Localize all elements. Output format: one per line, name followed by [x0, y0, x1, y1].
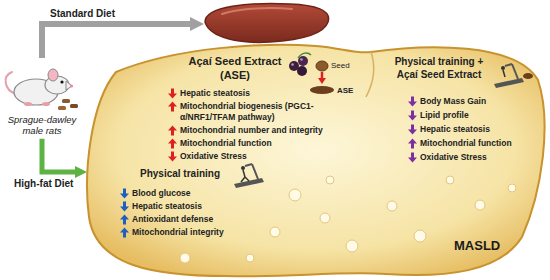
effect-item: Lipid profile	[420, 110, 469, 121]
increase-arrow	[168, 126, 177, 136]
treatment-heading: Açaí Seed Extract (ASE)	[183, 55, 287, 83]
effect-item: Oxidative Stress	[180, 151, 247, 162]
rat-illustration	[2, 52, 82, 114]
effect-item: Mitochondrial biogenesis (PGC1-α/NRF1/TF…	[180, 101, 330, 122]
increase-arrow	[168, 102, 177, 112]
effect-item: Mitochondrial integrity	[132, 227, 224, 238]
decrease-arrow	[168, 89, 177, 99]
effect-item: Mitochondrial function	[420, 138, 512, 149]
decrease-arrow	[408, 111, 417, 121]
diet-arrow	[42, 24, 190, 58]
decrease-arrow	[120, 189, 129, 199]
extract-powder	[310, 86, 334, 94]
effect-item: Hepatic steatosis	[420, 124, 490, 135]
effect-item: Hepatic steatosis	[132, 201, 202, 212]
increase-arrow	[120, 215, 129, 225]
effect-item: Antioxidant defense	[132, 214, 213, 225]
process-arrow	[321, 72, 324, 79]
effect-item: Blood glucose	[132, 188, 191, 199]
diet-arrow	[42, 139, 75, 172]
effect-item: Oxidative Stress	[420, 152, 487, 163]
increase-arrow	[120, 228, 129, 238]
decrease-arrow	[408, 153, 417, 163]
treatment-heading: Physical training	[140, 168, 220, 181]
treadmill-icon	[234, 164, 264, 188]
diet-label: High-fat Diet	[14, 178, 73, 191]
treatment-heading: Physical training + Açaí Seed Extract	[388, 56, 490, 81]
diet-label: Standard Diet	[50, 8, 115, 21]
condition-label: MASLD	[454, 238, 500, 253]
treadmill-icon	[494, 64, 524, 88]
effect-item: Mitochondrial number and integrity	[180, 125, 323, 136]
decrease-arrow	[168, 152, 177, 162]
seed-icon	[316, 61, 328, 71]
acai-berries	[289, 53, 311, 76]
process-arrow-head	[318, 78, 326, 84]
liver-highlight	[222, 8, 292, 14]
decrease-arrow	[120, 202, 129, 212]
icon-label: ASE	[337, 86, 353, 96]
rat-figure: Sprague-dawley male rats	[2, 52, 82, 137]
subject-caption: Sprague-dawley male rats	[2, 114, 82, 137]
healthy-liver	[205, 4, 329, 43]
decrease-arrow	[408, 97, 417, 107]
icon-label: Seed	[331, 61, 350, 71]
increase-arrow	[408, 139, 417, 149]
effect-item: Hepatic steatosis	[180, 88, 250, 99]
decrease-arrow	[408, 125, 417, 135]
effect-item: Mitochondrial function	[180, 138, 272, 149]
increase-arrow	[168, 139, 177, 149]
effect-item: Body Mass Gain	[420, 96, 486, 107]
extract-powder	[523, 73, 533, 79]
